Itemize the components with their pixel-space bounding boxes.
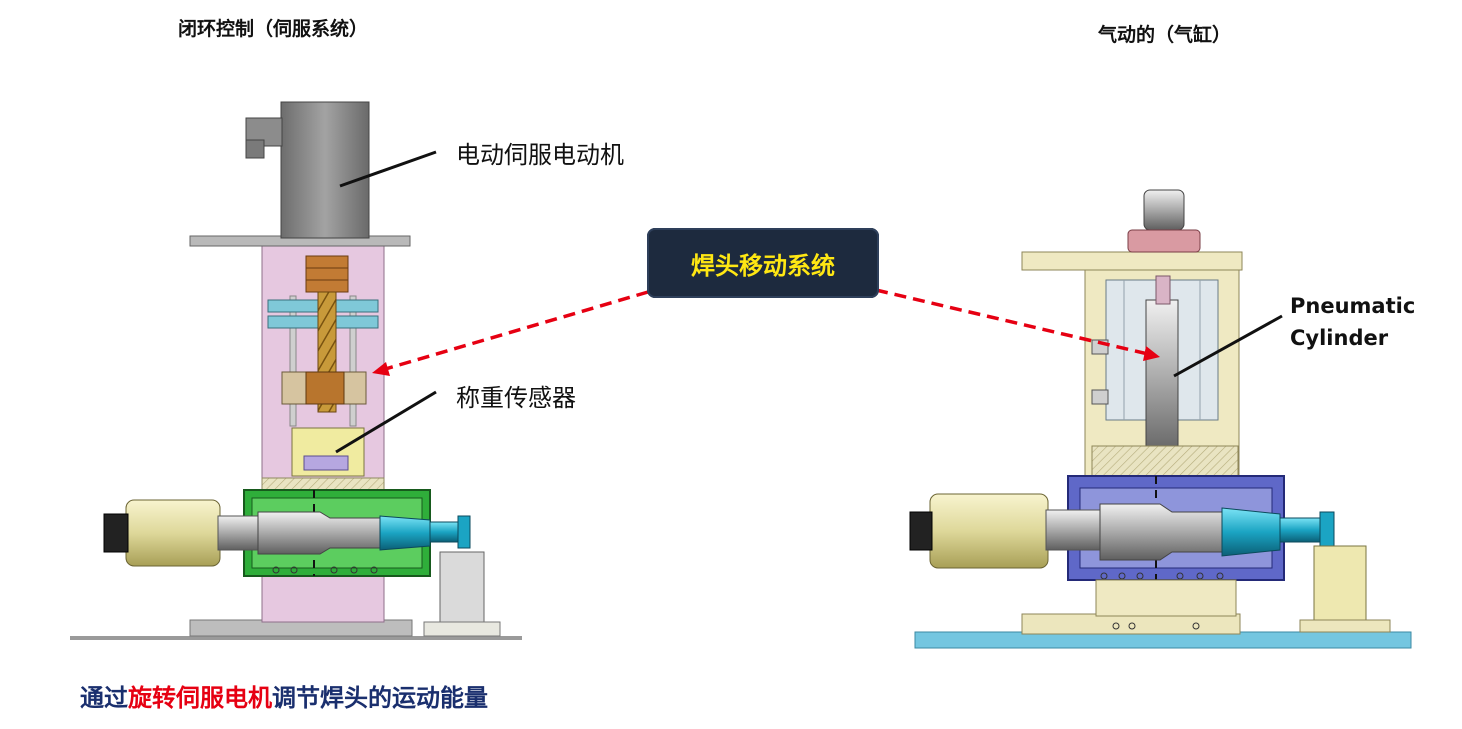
pneumatic-label-line2: Cylinder (1290, 326, 1389, 350)
arrow-head-servo (372, 362, 390, 376)
welding-head-movement-badge: 焊头移动系统 (647, 228, 879, 298)
caption-highlight: 旋转伺服电机 (128, 684, 272, 712)
right-title: 气动的（气缸） (1098, 24, 1232, 46)
badge-arrows (372, 288, 1160, 376)
arrow-to-servo (381, 290, 649, 372)
bottom-caption: 通过旋转伺服电机调节焊头的运动能量 (80, 678, 488, 713)
left-converter (125, 499, 221, 567)
right-converter (929, 493, 1049, 569)
pneumatic-machine-drawing (909, 189, 1412, 649)
pneumatic-label-line1: Pneumatic (1290, 294, 1416, 318)
right-horn (1099, 503, 1223, 561)
pneumatic-cylinder-label: Pneumatic Cylinder (1290, 290, 1415, 354)
leader-servo-motor (339, 150, 437, 188)
caption-part1: 通过 (80, 684, 128, 712)
left-horn (257, 511, 381, 555)
servo-motor-body (280, 101, 370, 239)
arrow-head-pneumatic (1143, 346, 1160, 361)
caption-part3: 调节焊头的运动能量 (272, 684, 488, 712)
weight-sensor-label: 称重传感器 (456, 384, 576, 412)
arrow-to-pneumatic (875, 288, 1149, 356)
left-title: 闭环控制（伺服系统） (178, 18, 369, 40)
left-base-plate (70, 636, 522, 640)
piston-rod (1145, 299, 1179, 461)
servo-motor-label: 电动伺服电动机 (456, 141, 624, 169)
leader-weight-sensor (335, 390, 437, 454)
servo-machine-drawing (70, 101, 522, 640)
cylinder-cap (1143, 189, 1185, 231)
coupling (305, 255, 349, 293)
leader-pneumatic-cylinder (1173, 314, 1283, 378)
